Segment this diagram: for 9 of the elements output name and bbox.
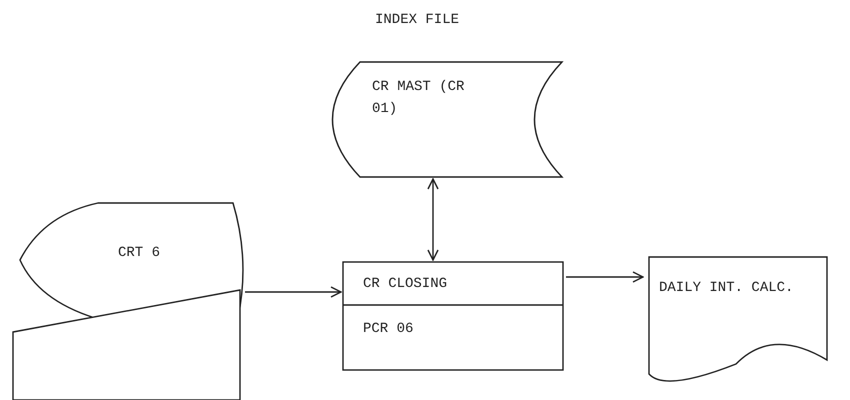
arrow (245, 286, 342, 298)
node-label: CR MAST (CR 01) (372, 78, 466, 119)
node-label: CRT 6 (118, 244, 162, 263)
node-label: PCR 06 (363, 320, 414, 339)
arrow (427, 178, 439, 261)
file-caption: INDEX FILE (375, 12, 460, 28)
arrow (566, 271, 644, 283)
node-label: DAILY INT. CALC. (659, 279, 794, 298)
node-label: CR CLOSING (363, 275, 448, 294)
